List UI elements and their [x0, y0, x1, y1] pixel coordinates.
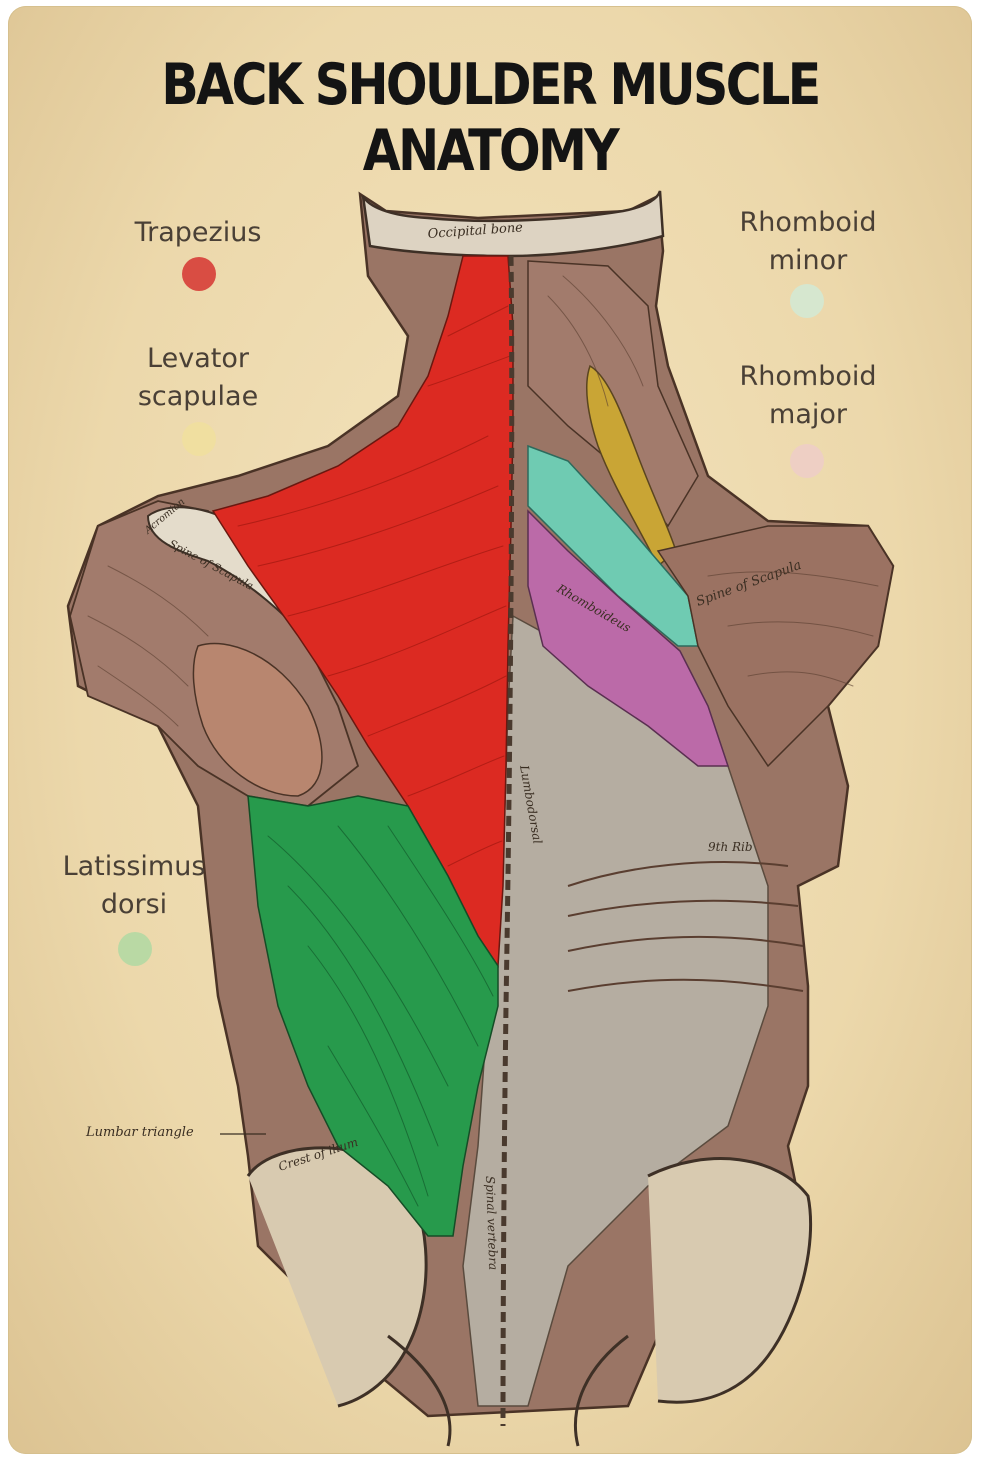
ribs-label: 9th Rib: [708, 840, 753, 854]
legend-dot-rhomboid-major: [790, 444, 824, 478]
legend-label-levator-scapulae: Levator scapulae: [137, 343, 259, 412]
legend-label-rhomboid-major: Rhomboid major: [739, 361, 877, 430]
spinal-label: Spinal vertebra: [483, 1176, 500, 1271]
poster: BACK SHOULDER MUSCLE ANATOMY Occipital b…: [8, 6, 972, 1454]
rhomboid-minor-muscle: [527, 444, 699, 647]
latissimus-dorsi-muscle: [247, 795, 499, 1237]
legend-dot-rhomboid-minor: [790, 284, 824, 318]
legend-dot-levator-scapulae: [182, 422, 216, 456]
legend-label-latissimus-dorsi: Latissimus dorsi: [62, 851, 206, 920]
lumbar-triangle-label: Lumbar triangle: [86, 1125, 194, 1140]
rhomboid-major-muscle: [527, 509, 730, 767]
legend-dot-latissimus-dorsi: [118, 932, 152, 966]
occipital-label: Occipital bone: [427, 220, 523, 242]
legend-label-rhomboid-minor: Rhomboid minor: [739, 207, 877, 276]
legend-label-trapezius: Trapezius: [134, 217, 262, 248]
page-title: BACK SHOULDER MUSCLE ANATOMY: [161, 52, 821, 184]
legend-dot-trapezius: [182, 257, 216, 291]
back-anatomy-illustration: Occipital bone Rhomboideus Spine of Scap…: [66, 190, 895, 1447]
spinal-column: [500, 255, 515, 1427]
